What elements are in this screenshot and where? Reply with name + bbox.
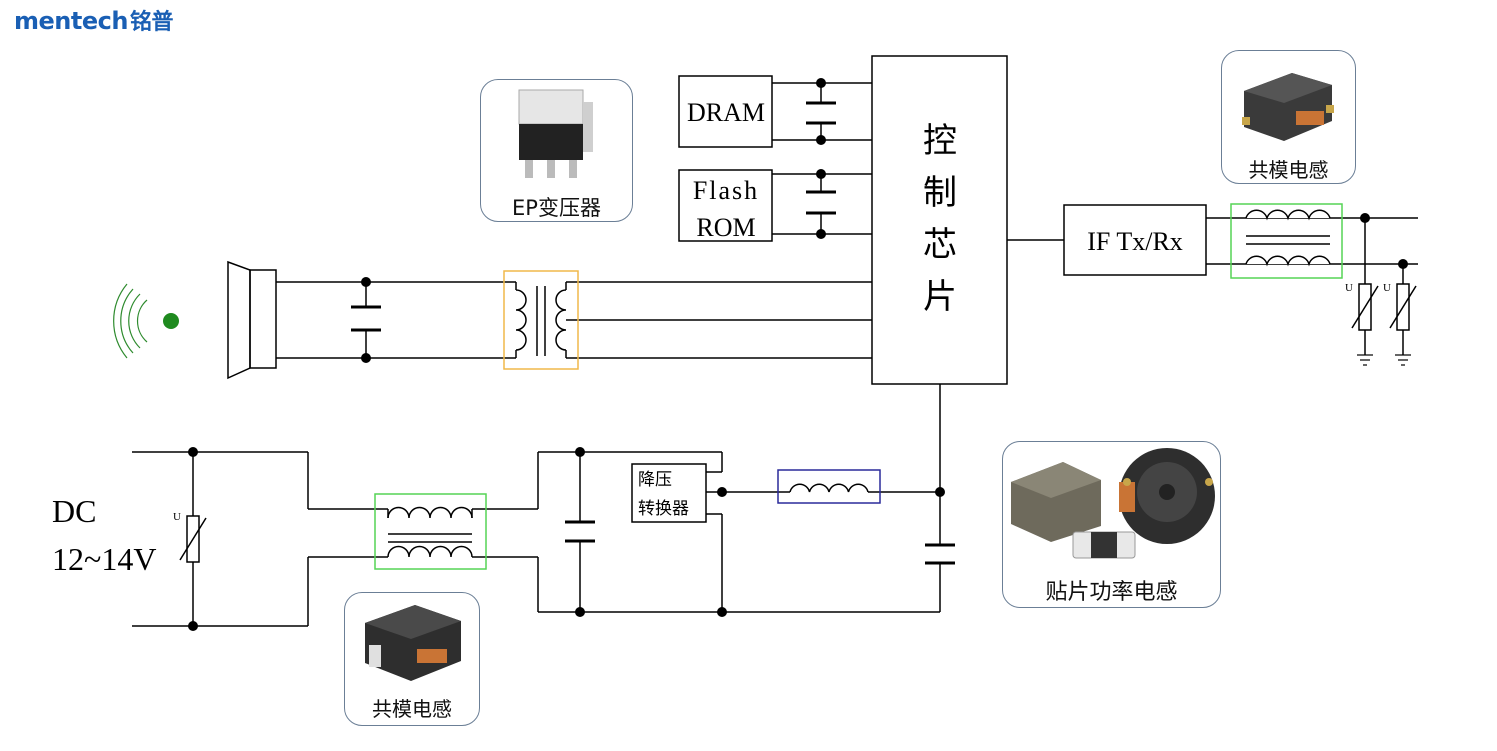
flash-label-2: ROM <box>696 213 755 242</box>
cm-choke-top-image <box>1242 73 1334 141</box>
buck-label-1: 降压 <box>638 470 672 490</box>
cm-choke-bottom-card: 共模电感 <box>344 592 480 726</box>
smd-power-inductor-label: 贴片功率电感 <box>1045 580 1178 605</box>
brand-name-cn: 铭普 <box>129 10 174 35</box>
cm-choke-top-card: 共模电感 <box>1221 50 1356 184</box>
cm-choke-top-symbol <box>1230 203 1343 279</box>
cm-choke-top-label: 共模电感 <box>1248 158 1329 182</box>
buck-converter-box <box>631 463 707 523</box>
ep-transformer-symbol <box>503 270 579 370</box>
chip-char-3: 芯 <box>923 226 957 264</box>
cm-choke-bottom-image <box>365 605 461 681</box>
junction-dots <box>188 78 1408 631</box>
buck-label-2: 转换器 <box>638 499 689 519</box>
brand-name: mentech <box>14 7 128 35</box>
varistor-label-1: U <box>1345 282 1353 294</box>
capacitors <box>351 101 955 565</box>
chip-char-2: 制 <box>923 175 957 212</box>
chip-char-4: 片 <box>923 278 957 316</box>
brand-logo: mentech铭普 <box>14 4 173 36</box>
ground-symbols <box>1357 354 1411 366</box>
dc-label-2: 12~14V <box>52 541 156 577</box>
dram-label: DRAM <box>687 98 765 127</box>
if-txrx-label: IF Tx/Rx <box>1087 227 1183 256</box>
flash-label-1: Flash <box>693 176 759 205</box>
varistors <box>179 283 1417 563</box>
smd-power-inductor-card: 贴片功率电感 <box>1002 441 1221 608</box>
cm-choke-bottom-label: 共模电感 <box>372 697 452 721</box>
cm-choke-bottom-symbol <box>374 493 487 570</box>
varistor-label-2: U <box>1383 282 1391 294</box>
control-chip-box <box>871 55 1008 385</box>
ep-transformer-card: EP变压器 <box>480 79 633 222</box>
smd-power-inductor-image <box>1011 448 1215 559</box>
chip-char-1: 控 <box>923 122 957 160</box>
ep-transformer-label: EP变压器 <box>512 196 601 220</box>
flash-box <box>678 169 773 242</box>
varistor-label-dc: U <box>173 511 181 523</box>
dram-box <box>678 75 773 148</box>
wireless-signal-icon <box>113 283 148 359</box>
ep-transformer-image <box>518 89 593 178</box>
power-inductor-symbol <box>777 469 881 504</box>
dc-label-1: DC <box>52 493 96 529</box>
signal-source-dot <box>163 313 179 329</box>
